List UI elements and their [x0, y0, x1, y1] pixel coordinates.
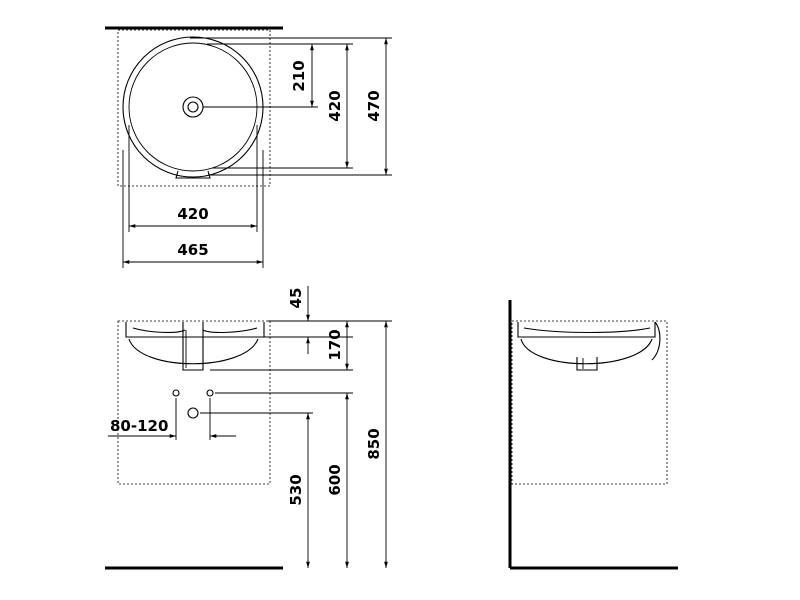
front-view: 45 170 80-120 530 600 850 [105, 286, 392, 570]
drain-outer [182, 96, 204, 118]
basin-rim [517, 322, 656, 338]
cabinet-outline [117, 29, 271, 187]
overflow-tab [175, 170, 211, 179]
basin-bowl [520, 338, 653, 365]
waste-outlet [187, 407, 199, 419]
cabinet-outline [511, 320, 668, 485]
drain-outlet [576, 357, 598, 371]
dim-bowl-height: 170 [326, 329, 344, 360]
top-view: 420 465 210 420 470 [105, 26, 392, 268]
side-view [508, 300, 678, 570]
cabinet-outline [117, 320, 271, 485]
dim-outer-depth: 470 [365, 90, 383, 121]
basin-inner-right [202, 327, 258, 333]
basin-inner-left [132, 327, 186, 333]
basin-inner [523, 327, 651, 334]
dim-bowl-depth: 420 [326, 90, 344, 121]
dim-drain-height: 600 [326, 464, 344, 495]
dim-total-height: 850 [365, 428, 383, 459]
dim-drain-offset: 210 [290, 60, 308, 91]
drain-inner [187, 101, 199, 113]
drain-waste-pipe [182, 322, 204, 371]
basin-side-profile [651, 321, 661, 361]
dim-bowl-width: 420 [177, 205, 208, 223]
basin-rim [125, 322, 265, 338]
water-inlet-left [172, 389, 180, 397]
basin-bowl [128, 338, 259, 365]
dim-rim-height: 45 [287, 288, 305, 309]
dim-pipe-spacing: 80-120 [110, 417, 168, 435]
dim-water-inlet-height: 530 [287, 474, 305, 505]
water-inlet-right [206, 389, 214, 397]
dim-outer-width: 465 [177, 241, 208, 259]
